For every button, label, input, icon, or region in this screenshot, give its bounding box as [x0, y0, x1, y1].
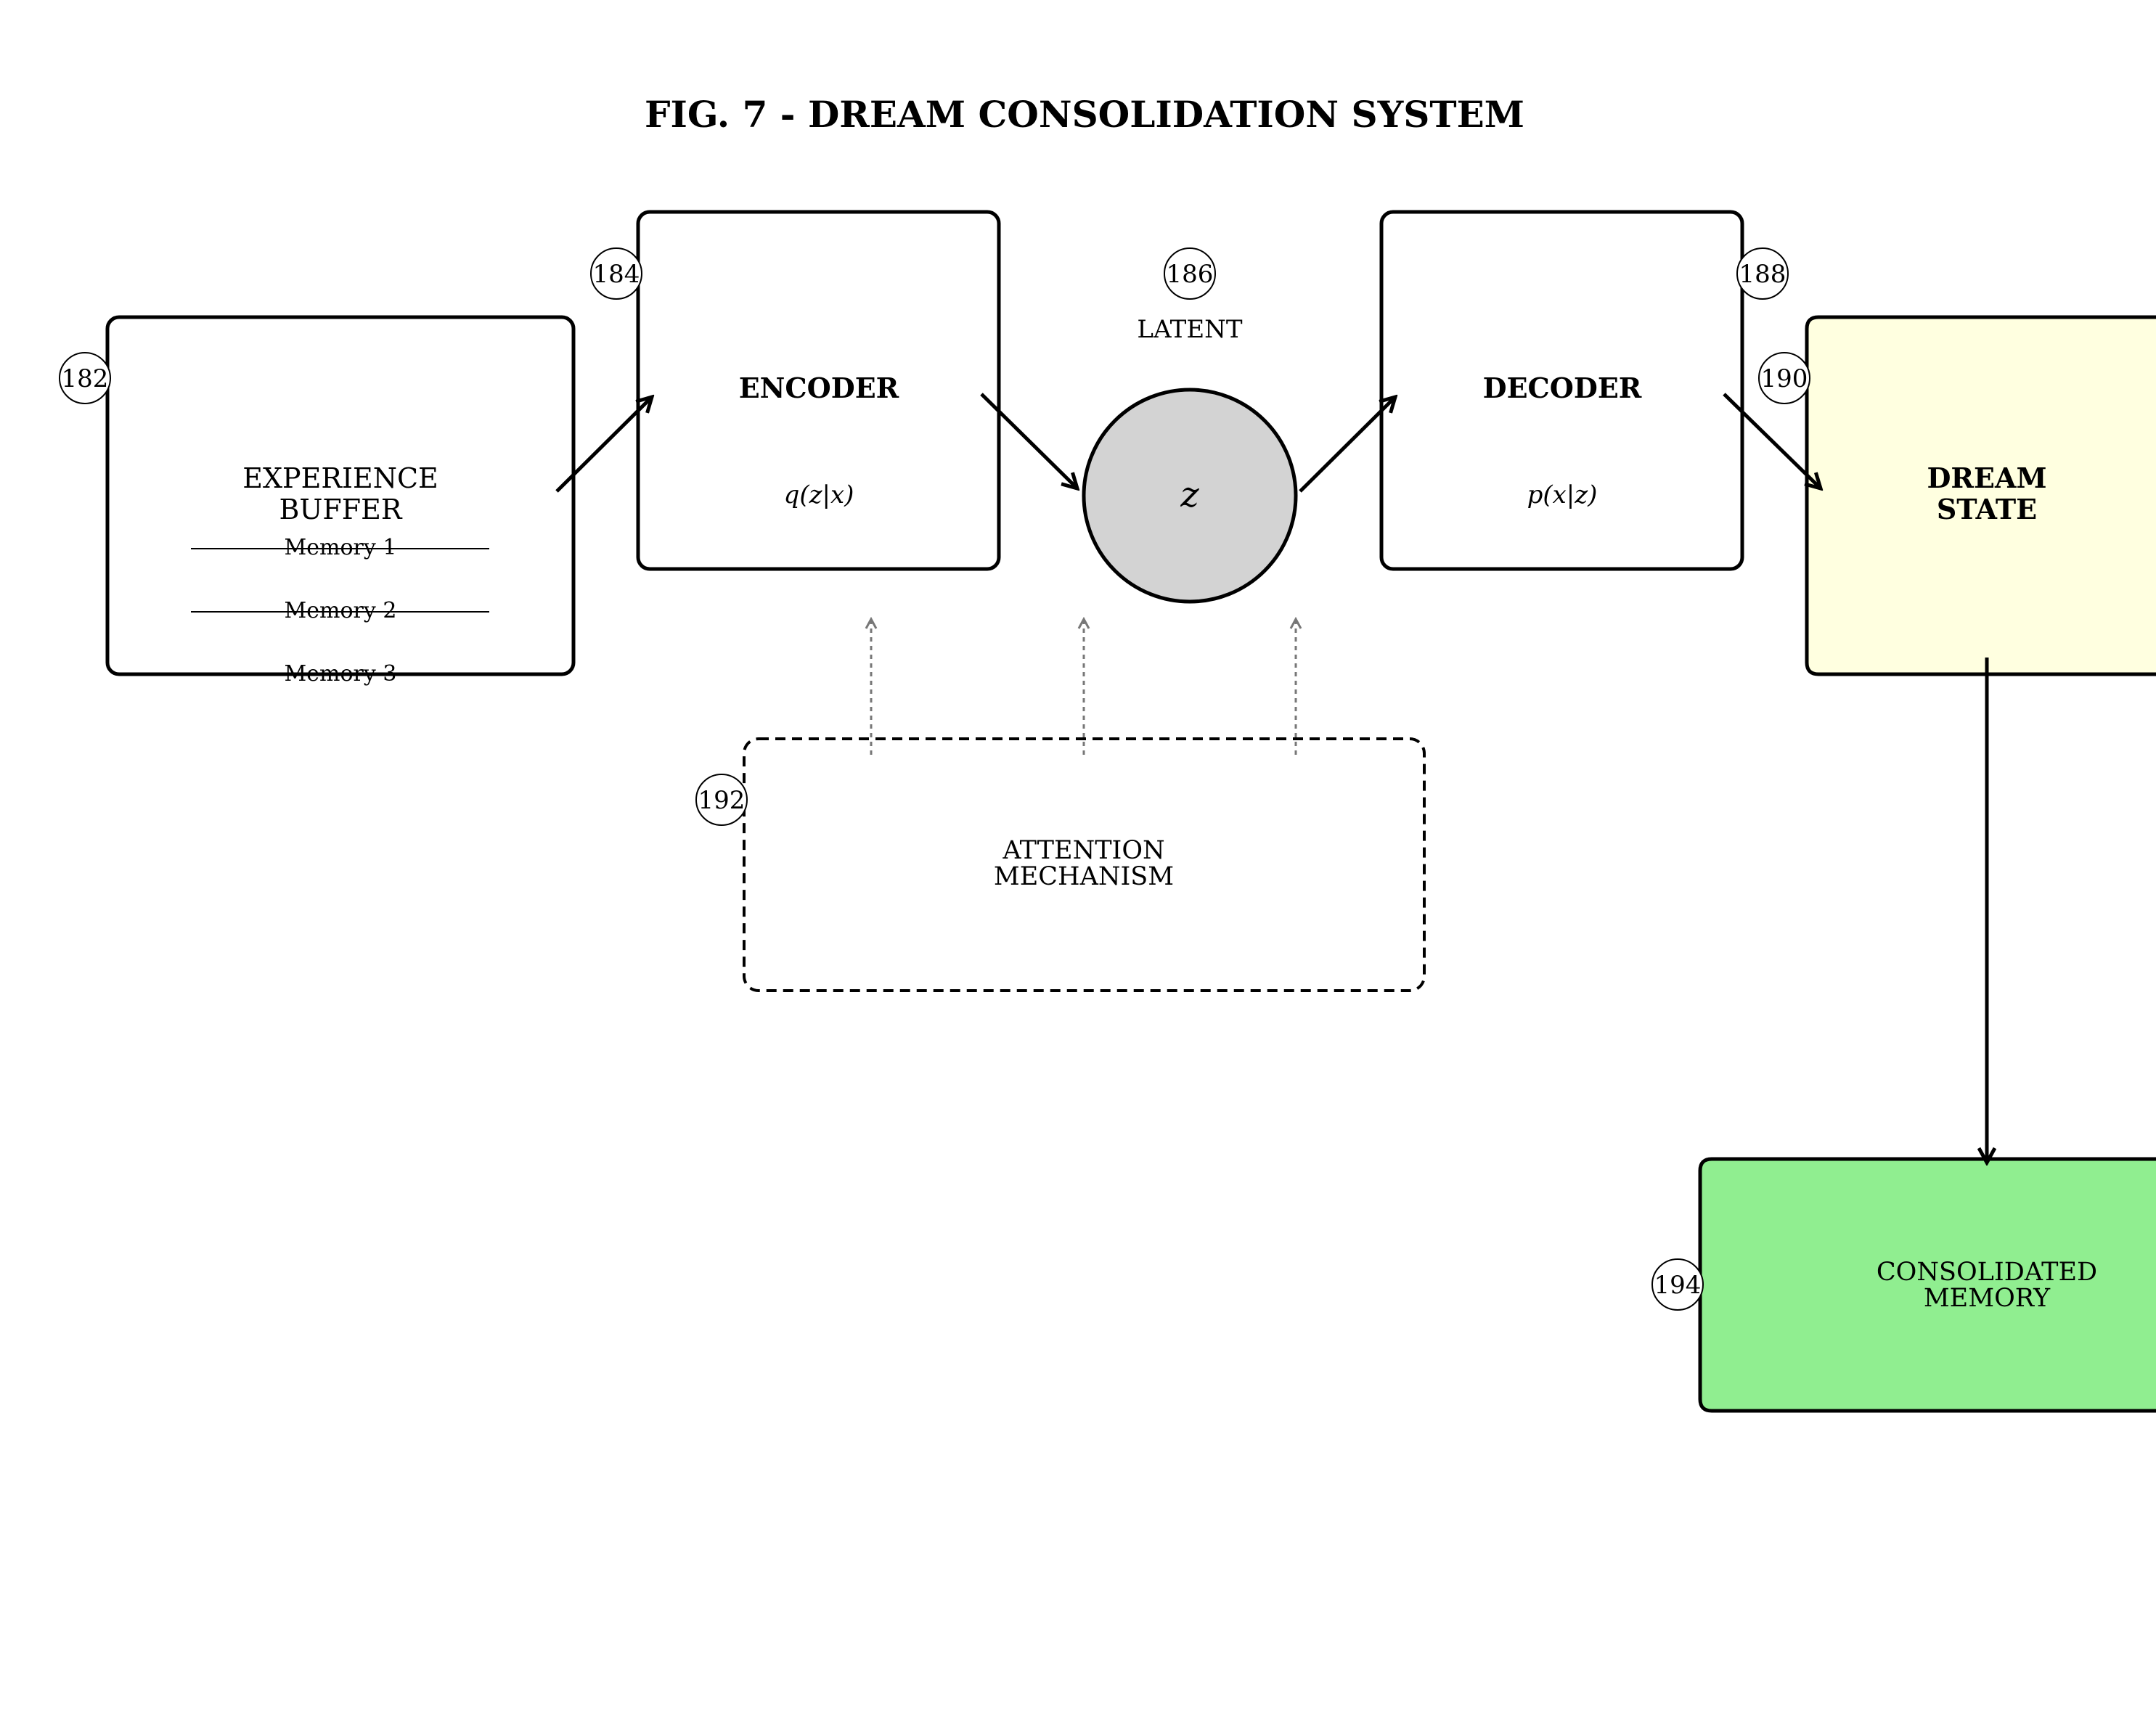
- dream-state-node: DREAM STATE 190: [1758, 315, 2156, 676]
- latent-node: 186 LATENT z: [1082, 247, 1298, 604]
- consolidated-label-line2: MEMORY: [1924, 1284, 2051, 1313]
- decoder-label: DECODER: [1483, 372, 1642, 404]
- encoder-box: [636, 210, 1001, 571]
- ref-184: 184: [593, 260, 640, 289]
- encoder-formula: q(z|x): [784, 480, 854, 509]
- dream-state-label-line1: DREAM: [1927, 462, 2046, 494]
- attention-label-line2: MECHANISM: [994, 862, 1174, 891]
- latent-label: LATENT: [1137, 315, 1243, 344]
- decoder-node: DECODER p(x|z) 188: [1379, 210, 1789, 571]
- dream-state-box: [1805, 315, 2156, 676]
- dream-state-label-line2: STATE: [1937, 493, 2037, 525]
- arrow-decoder-to-dream: [1723, 393, 1821, 488]
- consolidated-label-line1: CONSOLIDATED: [1877, 1258, 2097, 1287]
- ref-192-marker: [695, 774, 748, 826]
- attention-box: [743, 737, 1426, 992]
- arrow-latent-to-decoder: [1299, 397, 1395, 493]
- memory-item-3: Memory 3: [285, 661, 397, 687]
- memory-item-2: Memory 2: [285, 598, 397, 623]
- latent-circle: [1082, 388, 1298, 604]
- ref-186: 186: [1167, 260, 1214, 289]
- encoder-node: ENCODER q(z|x) 184: [590, 210, 1001, 571]
- experience-buffer-box: [105, 315, 576, 676]
- ref-194-marker: [1651, 1258, 1704, 1311]
- experience-buffer-node: EXPERIENCE BUFFER Memory 1 Memory 2 Memo…: [59, 315, 576, 687]
- ref-186-marker: [1164, 247, 1216, 300]
- decoder-formula: p(x|z): [1527, 480, 1598, 509]
- ref-182-marker: [59, 352, 111, 404]
- experience-buffer-label-line2: BUFFER: [279, 494, 402, 525]
- ref-188: 188: [1739, 260, 1787, 289]
- decoder-box: [1379, 210, 1744, 571]
- attention-label-line1: ATTENTION: [1002, 836, 1164, 865]
- memory-item-1: Memory 1: [285, 535, 397, 560]
- ref-194: 194: [1654, 1271, 1702, 1300]
- ref-190: 190: [1761, 364, 1808, 393]
- ref-188-marker: [1736, 247, 1789, 300]
- ref-192: 192: [698, 786, 746, 815]
- latent-symbol: z: [1180, 475, 1199, 515]
- consolidated-memory-node: CONSOLIDATED MEMORY 194: [1651, 1157, 2156, 1413]
- encoder-label: ENCODER: [739, 372, 899, 404]
- arrow-buffer-to-encoder: [555, 397, 652, 493]
- attention-node: ATTENTION MECHANISM 192: [695, 737, 1426, 992]
- arrow-encoder-to-latent: [980, 393, 1077, 488]
- ref-190-marker: [1758, 352, 1810, 404]
- experience-buffer-label-line1: EXPERIENCE: [242, 462, 438, 494]
- figure-title: FIG. 7 - DREAM CONSOLIDATION SYSTEM: [645, 93, 1524, 136]
- ref-184-marker: [590, 247, 642, 300]
- ref-182: 182: [62, 364, 109, 393]
